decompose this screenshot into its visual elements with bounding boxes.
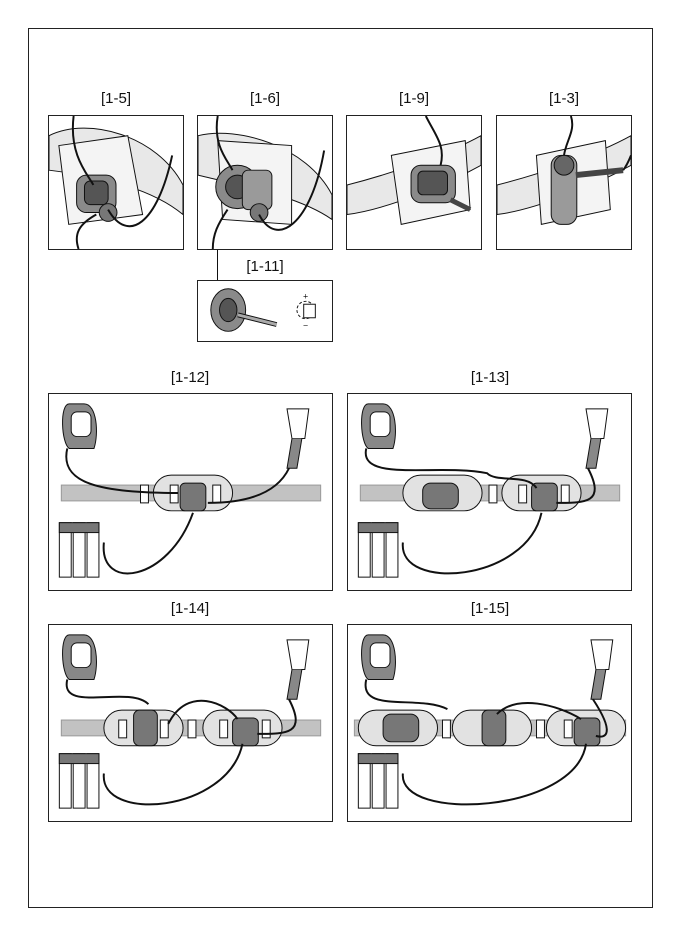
figure-label-1-6: [1-6] [220,90,310,107]
panel-1-14 [48,624,333,822]
system-layout-illustration [49,625,332,821]
figure-label-1-14: [1-14] [145,600,235,617]
figure-label-1-11: [1-11] [220,258,310,275]
belt-regulator-illustration [347,116,481,249]
panel-1-12 [48,393,333,591]
belt-regulator-illustration [198,116,332,249]
system-layout-illustration [49,394,332,590]
belt-regulator-illustration [497,116,631,249]
panel-1-11: + − [197,280,333,342]
figure-label-1-12: [1-12] [145,369,235,386]
figure-label-1-9: [1-9] [369,90,459,107]
system-layout-illustration [348,394,631,590]
svg-text:+: + [303,292,309,300]
figure-label-1-13: [1-13] [445,369,535,386]
adjustment-knob-illustration: + − [198,281,332,341]
panel-1-6 [197,115,333,250]
panel-1-13 [347,393,632,591]
belt-regulator-illustration [49,116,183,249]
system-layout-illustration [348,625,631,821]
figure-label-1-3: [1-3] [519,90,609,107]
figure-label-1-5: [1-5] [71,90,161,107]
panel-1-3 [496,115,632,250]
figure-label-1-15: [1-15] [445,600,535,617]
panel-1-5 [48,115,184,250]
panel-1-9 [346,115,482,250]
svg-text:−: − [303,321,309,329]
panel-1-15 [347,624,632,822]
